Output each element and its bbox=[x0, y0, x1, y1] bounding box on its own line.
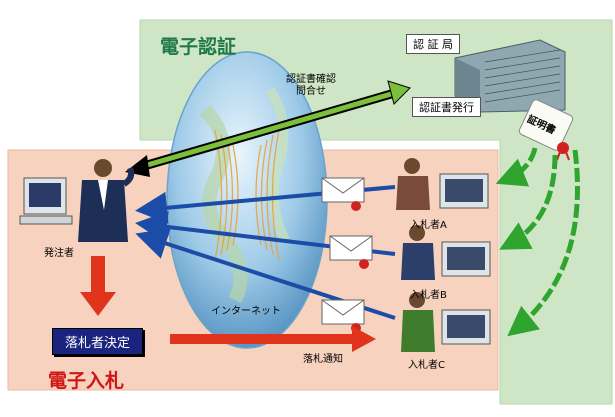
bidder-a-icon bbox=[396, 158, 489, 210]
auth-title: 電子認証 bbox=[160, 36, 237, 58]
inquiry-arrow bbox=[125, 80, 411, 177]
cert-delivery-arrows bbox=[495, 147, 580, 337]
orderer-computer-icon bbox=[19, 177, 73, 225]
bidder-b-label: 入札者B bbox=[410, 290, 447, 301]
envelope-icon-b bbox=[329, 235, 373, 269]
inquiry-label: 認証書確認 問合せ bbox=[286, 74, 336, 97]
bidder-b-icon bbox=[401, 225, 491, 280]
decision-arrow bbox=[80, 256, 116, 316]
certificate-icon bbox=[518, 99, 574, 161]
cert-issue-label: 認証書発行 bbox=[412, 97, 481, 117]
orderer-label: 発注者 bbox=[44, 248, 74, 259]
bid-title: 電子入札 bbox=[48, 370, 125, 392]
internet-label: インターネット bbox=[211, 306, 281, 317]
notify-label: 落札通知 bbox=[303, 354, 343, 365]
decision-label: 落札者決定 bbox=[52, 328, 144, 355]
bidder-c-label: 入札者C bbox=[408, 360, 445, 371]
envelope-icon-a bbox=[321, 177, 365, 211]
envelope-icon-c bbox=[321, 299, 365, 333]
bidder-a-label: 入札者A bbox=[410, 220, 447, 231]
orderer-person-icon bbox=[78, 159, 135, 242]
bidder-c-icon bbox=[401, 292, 491, 352]
notify-arrow bbox=[170, 326, 376, 352]
authority-label: 認 証 局 bbox=[406, 34, 460, 54]
